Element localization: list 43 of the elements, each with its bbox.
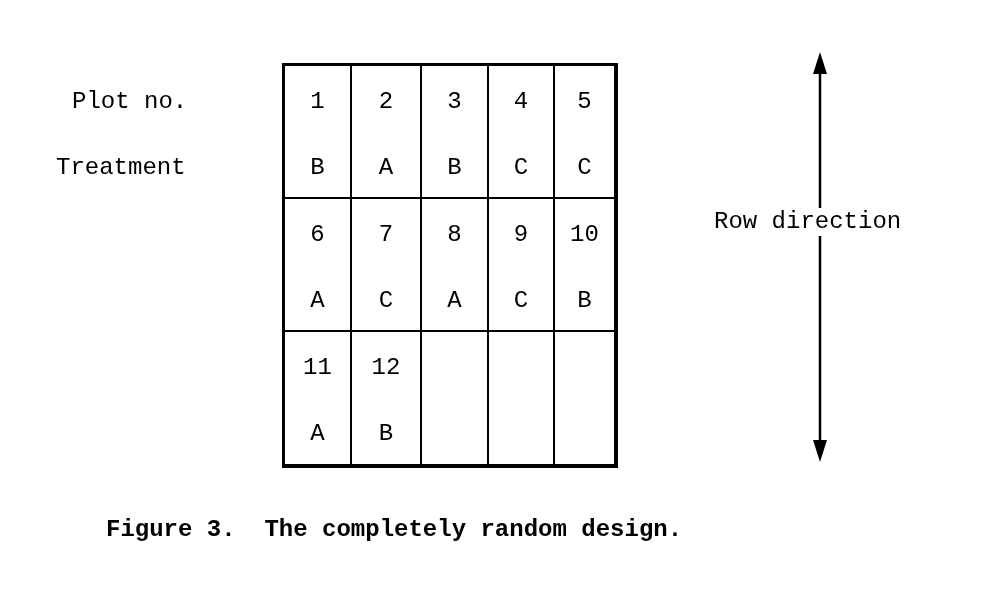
plot-number: 11 [303,354,332,382]
plot-number: 2 [378,88,394,116]
empty-plot-cell [421,331,488,465]
plot-cell [488,65,554,198]
plot-cell [488,198,554,331]
treatment-letter: A [310,287,325,315]
treatment-letter: B [577,287,592,315]
plot-cell [554,65,615,198]
plot-number: 9 [513,221,529,249]
treatment-letter: C [513,154,529,182]
plot-number: 5 [577,88,592,116]
treatment-letter: C [513,287,529,315]
treatment-letter: B [310,154,325,182]
empty-plot-cell [554,331,615,465]
treatment-letter: B [447,154,462,182]
treatment-letter: C [577,154,592,182]
treatment-letter: A [378,154,394,182]
plot-number: 4 [513,88,529,116]
plot-number: 3 [447,88,462,116]
plot-number: 6 [310,221,325,249]
plot-number: 12 [371,354,401,382]
treatment-letter: C [378,287,394,315]
plot-number: 10 [570,221,599,249]
row-label: Treatment [56,154,186,182]
plot-number: 8 [447,221,462,249]
plot-grid [282,63,618,468]
row-label: Plot no. [72,88,188,116]
plot-cell [284,65,351,198]
plot-cell [351,331,421,465]
empty-plot-cell [488,331,554,465]
treatment-letter: B [378,420,394,448]
plot-cell [351,65,421,198]
plot-cell [421,198,488,331]
plot-number: 7 [378,221,394,249]
treatment-letter: A [310,420,325,448]
plot-cell [284,331,351,465]
plot-cell [421,65,488,198]
figure-caption: Figure 3. The completely random design. [106,516,683,544]
plot-cell [554,198,615,331]
treatment-letter: A [447,287,462,315]
plot-number: 1 [310,88,325,116]
plot-cell [284,198,351,331]
plot-cell [351,198,421,331]
